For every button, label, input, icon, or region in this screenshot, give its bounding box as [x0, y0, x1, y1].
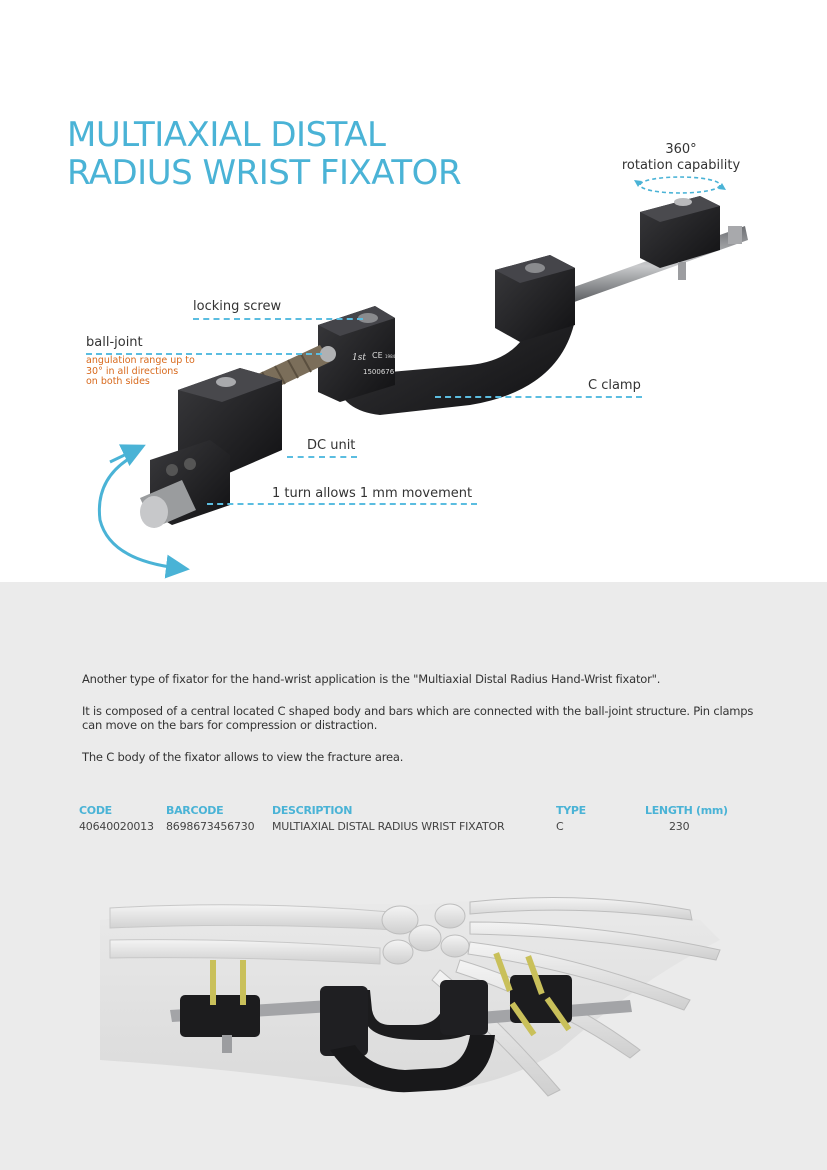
right-pin-clamp [640, 196, 742, 280]
dc-unit-leader [287, 456, 357, 458]
rotation-arrow-left-icon [97, 456, 190, 579]
c-clamp-right-screw [525, 263, 545, 273]
description-paragraph-1: Another type of fixator for the hand-wri… [82, 672, 661, 686]
table-header-length: LENGTH (mm) [645, 804, 728, 817]
left-threaded-end [140, 480, 196, 528]
table-header-code: CODE [79, 804, 112, 817]
table-cell-type: C [556, 820, 564, 833]
ball-joint-leader [86, 353, 322, 355]
page-title-line-2: RADIUS WRIST FIXATOR [67, 153, 462, 193]
device-brand: 1st [352, 353, 366, 363]
hand-wrist-illustration [100, 897, 721, 1097]
description-paragraph-3: The C body of the fixator allows to view… [82, 750, 404, 764]
device-serial: 1500676 [363, 368, 395, 376]
table-cell-barcode: 8698673456730 [166, 820, 255, 833]
product-hero-section [0, 0, 827, 582]
hand-fixator-c-clamp [320, 980, 495, 1093]
description-paragraph-2: It is composed of a central located C sh… [82, 704, 754, 732]
ulna-bone [109, 939, 381, 965]
locking-screw-label: locking screw [193, 299, 282, 314]
fixator-illustration: 1st CE 1984 1500676 [97, 176, 748, 579]
table-header-description: DESCRIPTION [272, 804, 353, 817]
page-title-line-1: MULTIAXIAL DISTAL [67, 115, 386, 155]
table-cell-length: 230 [669, 820, 690, 833]
locking-screw-icon [358, 313, 378, 323]
ball-joint-label: ball-joint [86, 335, 143, 350]
rotation-text: rotation capability [621, 158, 741, 173]
hand-fixator-left-clamp [180, 960, 260, 1053]
carpal-bones [381, 903, 470, 965]
table-cell-description: MULTIAXIAL DISTAL RADIUS WRIST FIXATOR [272, 820, 505, 833]
rotation-360-icon [639, 176, 721, 194]
hand-fixator-right-clamp [493, 952, 572, 1037]
rotation-degrees: 360° [665, 142, 697, 157]
c-clamp-leader [435, 396, 642, 398]
c-clamp-label: C clamp [588, 378, 641, 393]
table-cell-code: 40640020013 [79, 820, 154, 833]
turn-movement-leader [207, 503, 477, 505]
page-title: MULTIAXIAL DISTAL RADIUS WRIST FIXATOR [67, 115, 462, 193]
angulation-note-line-1: angulation range up to [86, 355, 195, 366]
table-header-barcode: BARCODE [166, 804, 224, 817]
dc-unit-label: DC unit [307, 438, 356, 453]
device-ce: CE [372, 351, 383, 360]
angulation-note-line-2: 30° in all directions [86, 365, 179, 377]
rotation-callout: 360° rotation capability [612, 142, 750, 174]
angulation-note-line-3: on both sides [86, 376, 150, 387]
turn-movement-label: 1 turn allows 1 mm movement [272, 486, 473, 501]
device-ce-number: 1984 [385, 354, 396, 359]
locking-screw-leader [193, 318, 363, 320]
angulation-note: angulation range up to 30° in all direct… [86, 355, 216, 388]
table-header-type: TYPE [556, 804, 586, 817]
